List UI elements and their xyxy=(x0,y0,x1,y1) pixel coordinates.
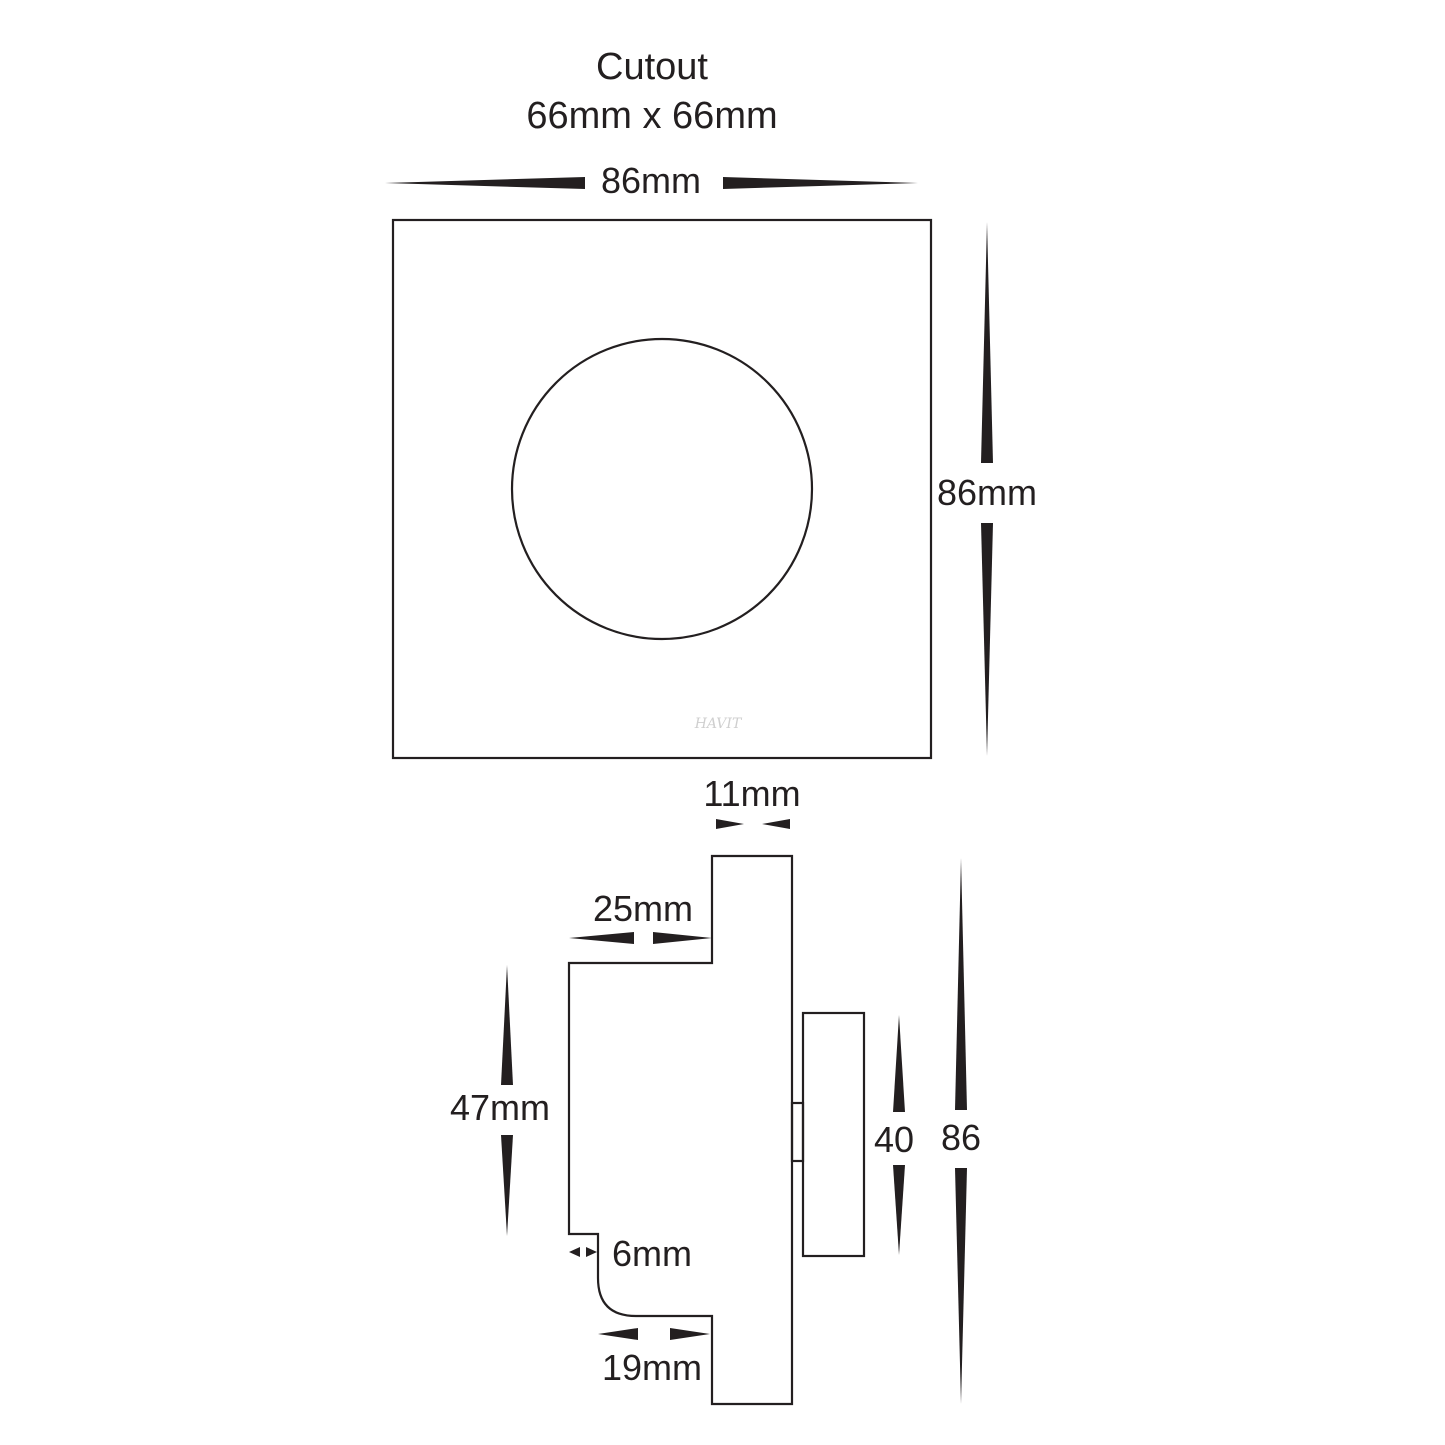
total-dimension-label: 86 xyxy=(941,1117,981,1158)
height-arrow-top xyxy=(981,222,993,463)
base-arrow-right xyxy=(670,1328,710,1340)
side-view: 11mm 25mm 47mm 6mm 19mm 40 86 xyxy=(450,773,981,1406)
base-arrow-left xyxy=(598,1328,638,1340)
faceplate-outline xyxy=(391,218,933,760)
lens-arrow-top xyxy=(893,1015,905,1112)
width-arrow-left xyxy=(385,177,585,189)
total-arrow-top xyxy=(955,858,967,1110)
lens-circle xyxy=(510,337,814,641)
lens-dimension-label: 40 xyxy=(874,1119,914,1160)
width-arrow-right xyxy=(723,177,918,189)
cutout-dimensions: 66mm x 66mm xyxy=(526,95,777,137)
total-arrow-bottom xyxy=(955,1168,967,1404)
height-dimension-label: 86mm xyxy=(937,472,1037,513)
height47-dimension-label: 47mm xyxy=(450,1087,550,1128)
step-dimension-label: 6mm xyxy=(612,1233,692,1274)
depth-arrow-left xyxy=(716,819,744,829)
base-dimension-label: 19mm xyxy=(602,1347,702,1388)
depth-dimension-label: 11mm xyxy=(703,773,800,814)
body-arrow-left xyxy=(569,932,634,944)
body-arrow-right xyxy=(653,932,712,944)
step-arrow-left xyxy=(569,1247,580,1257)
lens-arrow-bottom xyxy=(893,1165,905,1255)
height47-arrow-top xyxy=(501,965,513,1085)
front-view: HAVIT 86mm 86mm xyxy=(385,160,1037,760)
step-arrow-right xyxy=(586,1247,597,1257)
height-arrow-bottom xyxy=(981,523,993,756)
width-dimension-label: 86mm xyxy=(601,160,701,201)
watermark-logo: HAVIT xyxy=(694,716,743,732)
lens-block xyxy=(801,1011,866,1258)
connector-stub xyxy=(790,1101,805,1163)
height47-arrow-bottom xyxy=(501,1135,513,1236)
depth-arrow-right xyxy=(762,819,790,829)
body-dimension-label: 25mm xyxy=(593,888,693,929)
housing-profile xyxy=(567,854,794,1406)
cutout-title: Cutout xyxy=(596,46,708,88)
